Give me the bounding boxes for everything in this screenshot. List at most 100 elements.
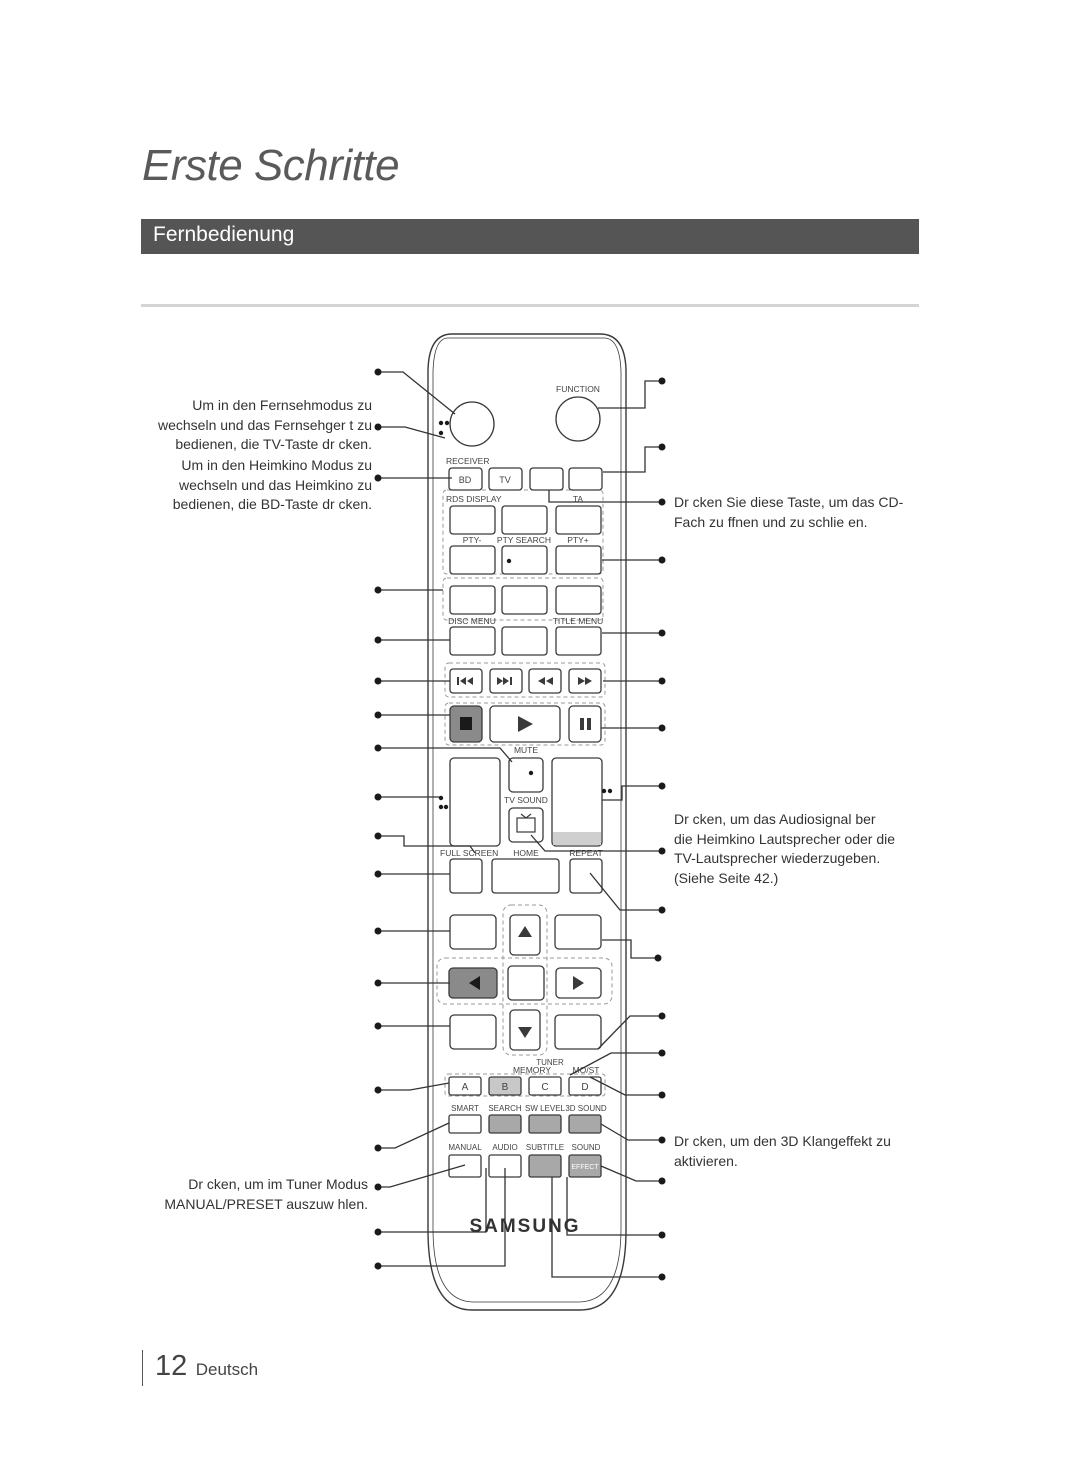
info-button	[554, 914, 602, 950]
subtitle-button	[528, 1154, 562, 1178]
sw-level-button	[528, 1114, 562, 1134]
mute-button	[508, 757, 544, 793]
note-line: Dr cken, um den 3D Klangeffekt zu	[674, 1133, 891, 1149]
manual-label: MANUAL	[448, 1143, 482, 1152]
note-eject: Dr cken Sie diese Taste, um das CD- Fach…	[674, 493, 934, 532]
page-language: Deutsch	[195, 1360, 259, 1379]
pty-plus-label: PTY+	[567, 535, 589, 545]
note-tv-sound: Dr cken, um das Audiosignal ber die Heim…	[674, 810, 934, 888]
playback-group	[444, 702, 606, 746]
pause-icon	[580, 718, 591, 730]
bd-label: BD	[459, 475, 472, 485]
down-arrow-icon	[518, 1027, 532, 1038]
note-bd-mode: Um in den Heimkino Modus zu wechseln und…	[120, 456, 372, 515]
color-group	[444, 1073, 606, 1097]
note-line: MANUAL/PRESET auszuw hlen.	[164, 1195, 368, 1212]
note-tv-mode: Um in den Fernsehmodus zu wechseln und d…	[120, 396, 372, 455]
note-line: aktivieren.	[674, 1152, 738, 1169]
remote-body	[427, 333, 627, 1311]
a-button	[448, 1076, 482, 1096]
audio-label: AUDIO	[492, 1143, 517, 1152]
ta-label: TA	[573, 494, 584, 504]
a-label: A	[462, 1082, 469, 1093]
note-3d-effect: Dr cken, um den 3D Klangeffekt zu aktivi…	[674, 1132, 934, 1171]
home-button	[491, 858, 560, 894]
sw-level-label: SW LEVEL	[525, 1104, 566, 1113]
divider-rule	[141, 304, 919, 307]
return-button	[449, 1014, 497, 1050]
full-screen-button	[449, 858, 483, 894]
skip-group	[444, 662, 606, 698]
up-arrow-icon	[518, 926, 532, 937]
note-line: Fach zu ffnen und zu schlie en.	[674, 513, 868, 530]
d-button	[568, 1076, 602, 1096]
b-label: B	[502, 1082, 509, 1093]
note-line: Dr cken, um im Tuner Modus	[188, 1176, 368, 1192]
mo-st-label: MO/ST	[573, 1065, 600, 1075]
note-line: (Siehe Seite 42.)	[674, 869, 779, 886]
left-arrow-icon	[469, 976, 480, 990]
exit-button	[554, 1014, 602, 1050]
function-label: FUNCTION	[556, 384, 600, 394]
search-back-icon	[538, 677, 553, 685]
pty-minus-label: PTY-	[463, 535, 482, 545]
repeat-button	[569, 858, 603, 894]
b-button	[488, 1076, 522, 1096]
search-forward-icon	[578, 677, 592, 685]
3d-sound-label: 3D SOUND	[565, 1104, 607, 1113]
page-footer: 12 Deutsch	[142, 1350, 258, 1386]
note-line: bedienen, die TV-Taste dr cken.	[175, 436, 372, 452]
skip-back-icon	[457, 677, 473, 685]
tv-sound-label: TV SOUND	[504, 795, 548, 805]
title-menu-label: TITLE MENU	[553, 616, 604, 626]
rds-display-label: RDS DISPLAY	[446, 494, 502, 504]
bd-button	[448, 467, 483, 491]
tuner-label: TUNER	[536, 1058, 564, 1067]
mute-label: MUTE	[514, 745, 538, 755]
home-label: HOME	[513, 848, 539, 858]
tv-icon	[516, 813, 536, 833]
full-screen-label: FULL SCREEN	[440, 848, 498, 858]
note-line: Dr cken, um das Audiosignal ber	[674, 811, 876, 827]
sound-label: SOUND	[572, 1143, 601, 1152]
tuning-rocker	[551, 757, 603, 847]
callout-dots	[374, 368, 666, 1281]
c-button	[528, 1076, 562, 1096]
tv-label: TV	[499, 475, 511, 485]
stop-icon	[460, 717, 472, 730]
note-line: Dr cken Sie diese Taste, um das CD-	[674, 494, 904, 510]
volume-rocker	[449, 757, 501, 847]
callout-lines	[378, 371, 662, 1278]
smart-label: SMART	[451, 1104, 479, 1113]
top-right-button	[568, 467, 603, 491]
page-title: Erste Schritte	[142, 141, 400, 190]
title-menu-button	[555, 626, 602, 656]
nav-vertical-group	[502, 904, 548, 1056]
enter-button	[507, 965, 545, 1001]
receiver-label: RECEIVER	[446, 456, 489, 466]
d-label: D	[581, 1082, 588, 1093]
skip-forward-icon	[497, 677, 512, 685]
number-group	[442, 577, 604, 621]
tv-power-button	[449, 401, 495, 447]
smart-button	[448, 1114, 482, 1134]
effect-label: EFFECT	[571, 1164, 599, 1171]
pause-button	[568, 705, 602, 743]
c-label: C	[541, 1082, 548, 1093]
memory-label: MEMORY	[513, 1065, 551, 1075]
note-tuner-mode: Dr cken, um im Tuner Modus MANUAL/PRESET…	[120, 1175, 368, 1214]
manual-button	[448, 1154, 482, 1178]
repeat-label: REPEAT	[569, 848, 602, 858]
pty-search-label: PTY SEARCH	[497, 535, 551, 545]
function-button	[555, 396, 601, 442]
disc-menu-button	[449, 626, 496, 656]
disc-menu-label: DISC MENU	[448, 616, 496, 626]
tuning-rocker-shade	[553, 832, 601, 845]
note-line: TV-Lautsprecher wiederzugeben.	[674, 850, 881, 866]
note-line: die Heimkino Lautsprecher oder die	[674, 830, 896, 847]
search-button	[488, 1114, 522, 1134]
note-line: bedienen, die BD-Taste dr cken.	[172, 496, 372, 512]
tv-sound-button	[508, 807, 544, 843]
eject-button	[529, 467, 564, 491]
